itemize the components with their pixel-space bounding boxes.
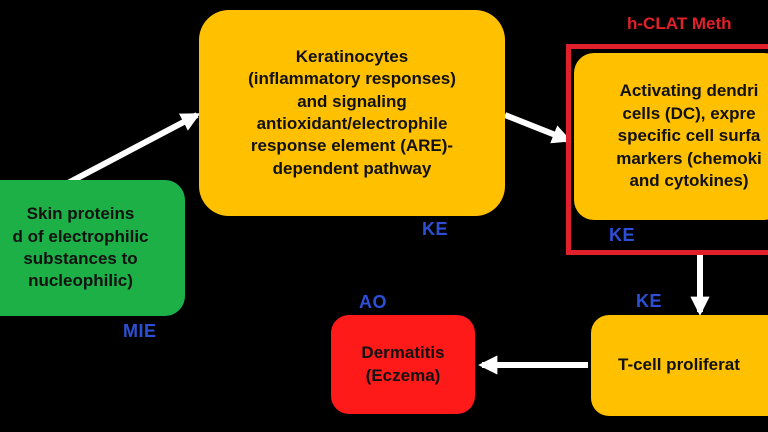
mie-tag: MIE xyxy=(123,321,157,341)
dermatitis-box: Dermatitis (Eczema) xyxy=(331,315,475,414)
mie-box-text: Skin proteins d of electrophilic substan… xyxy=(12,204,149,291)
arrow-mie-to-keratinocytes xyxy=(66,112,201,186)
arrow-keratinocytes-to-dendritic xyxy=(503,112,572,144)
tcell-ke-tag: KE xyxy=(636,291,663,311)
dendritic-box-text: Activating dendri cells (DC), expre spec… xyxy=(616,81,762,191)
keratinocytes-ke-tag: KE xyxy=(422,219,449,239)
dendritic-box: Activating dendri cells (DC), expre spec… xyxy=(574,53,768,220)
mie-box: Skin proteins d of electrophilic substan… xyxy=(0,180,185,316)
ao-tag: AO xyxy=(359,292,387,312)
dermatitis-box-text: Dermatitis (Eczema) xyxy=(361,343,445,385)
method-frame xyxy=(566,44,768,255)
dendritic-ke-tag: KE xyxy=(609,225,636,245)
tcell-box: T-cell proliferat xyxy=(591,315,768,416)
keratinocytes-box: Keratinocytes (inflammatory responses) a… xyxy=(199,10,505,216)
method-label: h-CLAT Meth xyxy=(627,14,732,33)
keratinocytes-box-text: Keratinocytes (inflammatory responses) a… xyxy=(248,46,456,178)
tcell-box-text: T-cell proliferat xyxy=(618,355,740,375)
